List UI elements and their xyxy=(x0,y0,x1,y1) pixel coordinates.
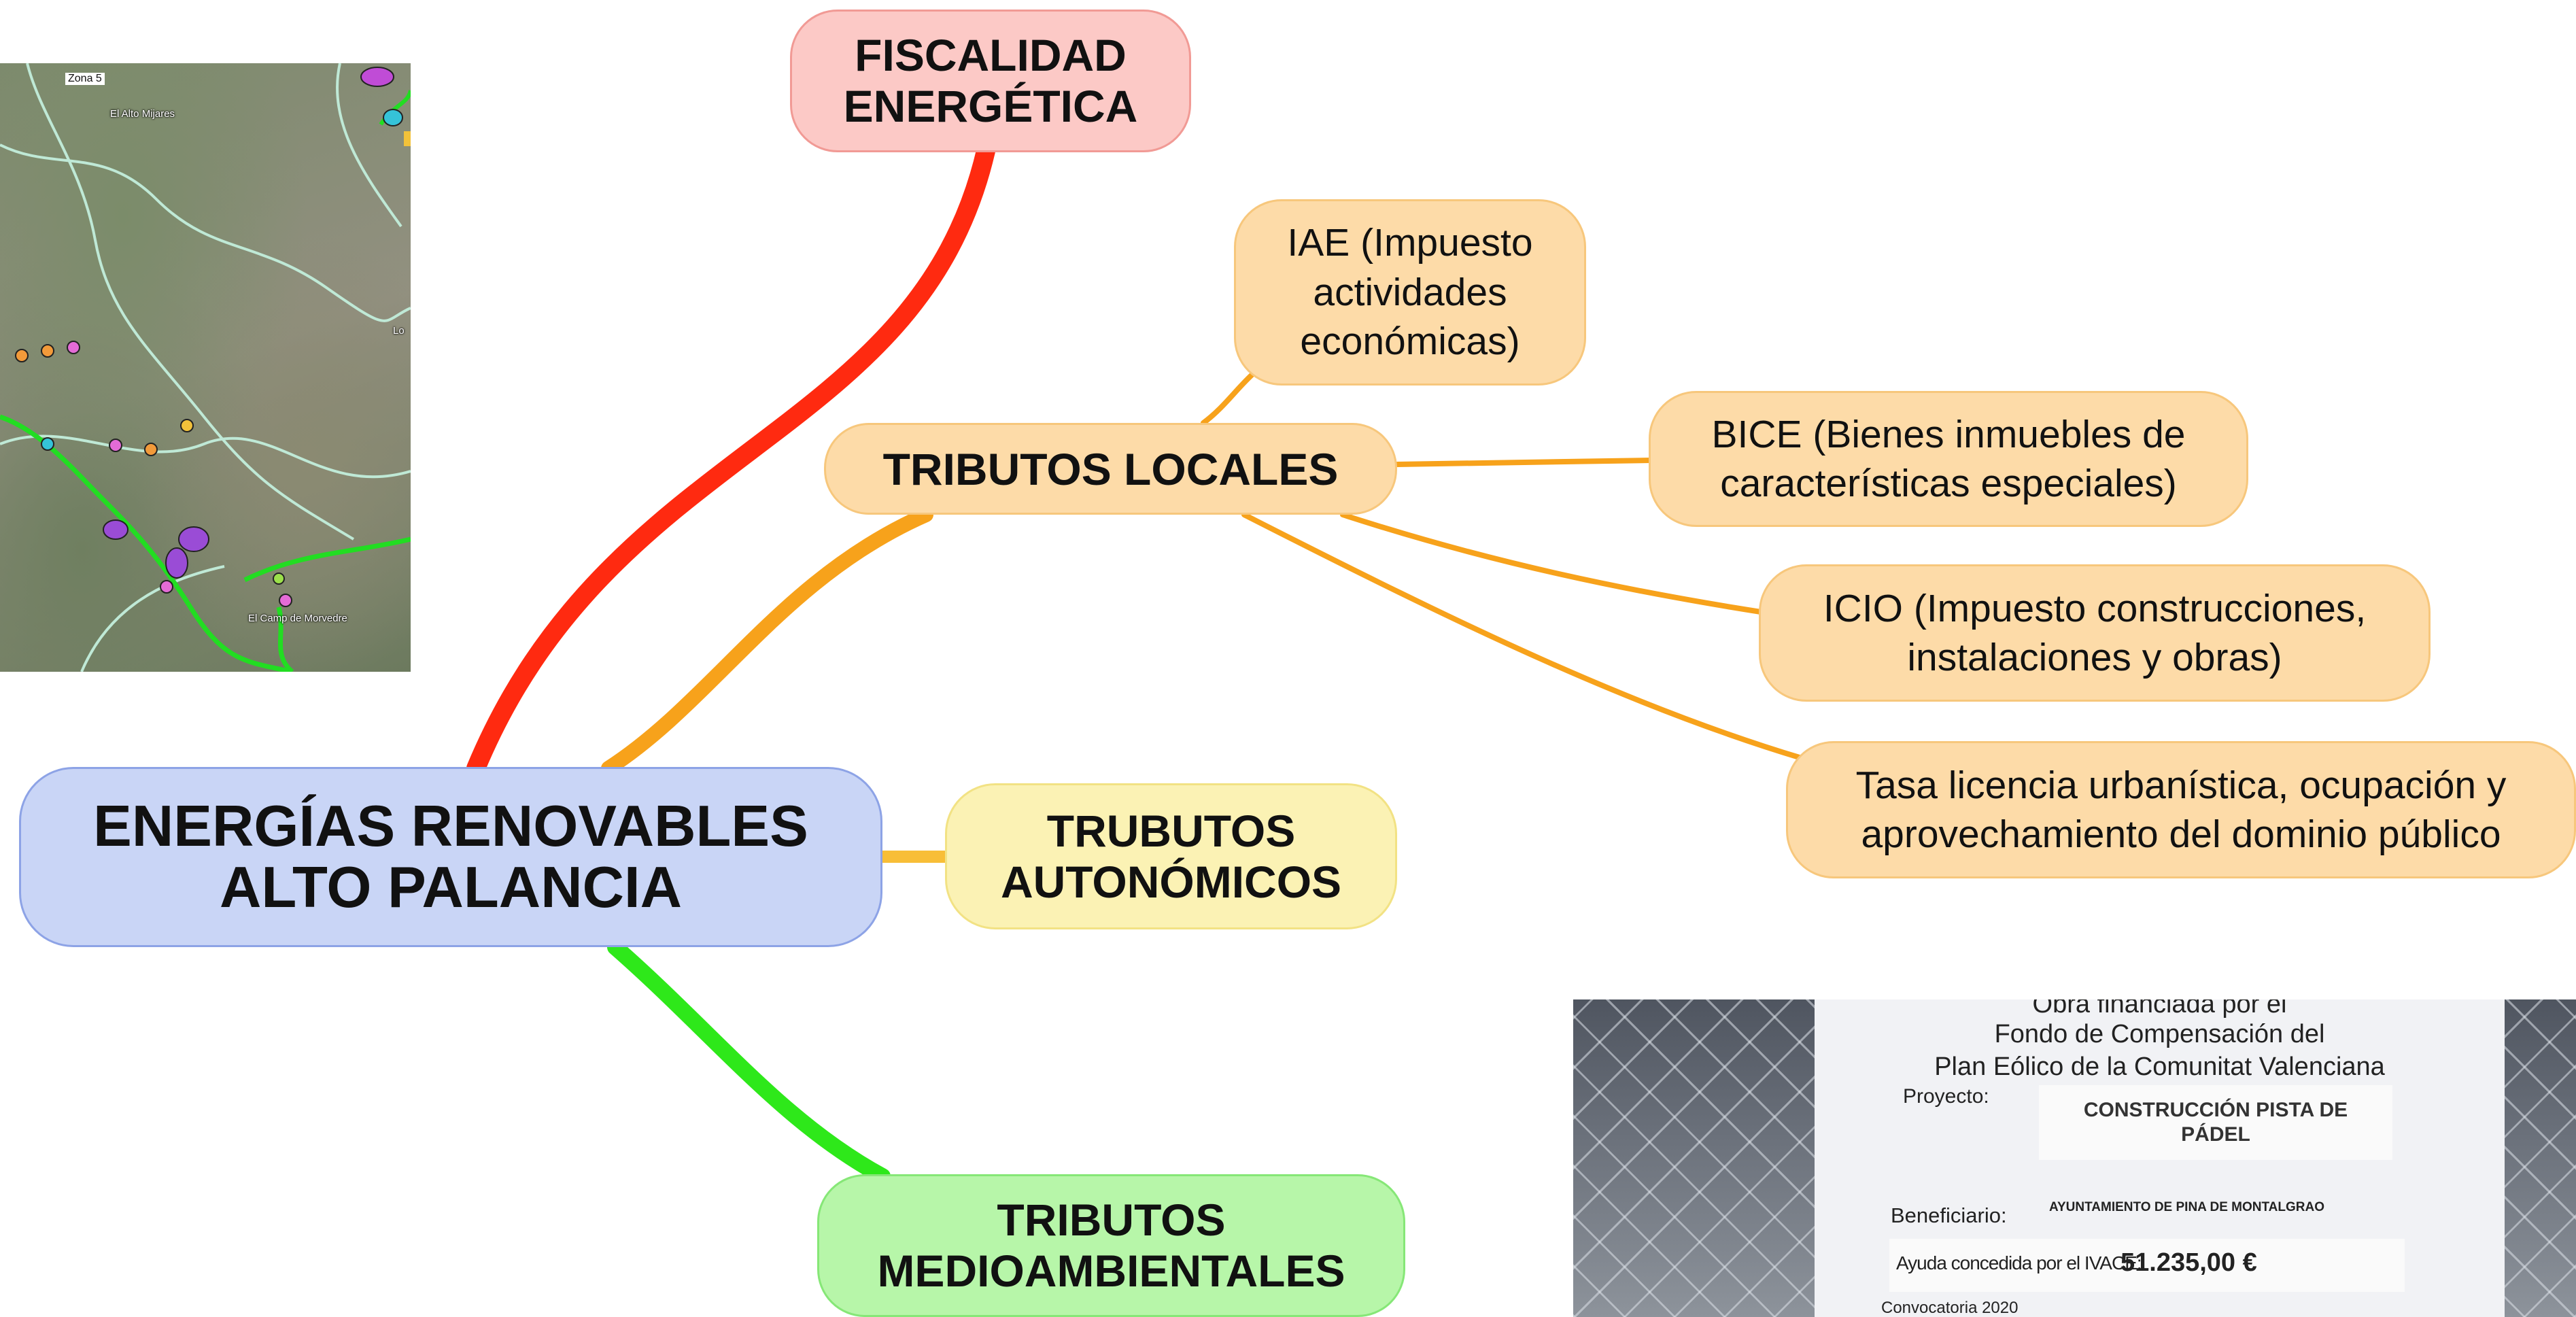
connector-icio xyxy=(1340,512,1764,615)
sign-ayuda-label: Ayuda concedida por el IVACE: xyxy=(1896,1252,2142,1273)
subtopic-bice[interactable]: BICE (Bienes inmuebles de característica… xyxy=(1649,391,2248,527)
subtopic-icio-label: ICIO (Impuesto construcciones, instalaci… xyxy=(1823,586,2367,679)
connector-locales xyxy=(601,507,933,776)
connector-iae xyxy=(1201,370,1257,426)
sign-ayuda-amount: 51.235,00 € xyxy=(2120,1248,2257,1277)
connector-bice xyxy=(1394,458,1653,467)
map-label-campo-morvedre: El Camp de Morvedre xyxy=(248,613,347,624)
sign-heading: Fondo de Compensación del Plan Eólico de… xyxy=(1934,1020,2385,1081)
subtopic-iae-label: IAE (Impuesto actividades económicas) xyxy=(1287,221,1533,364)
connector-tasa xyxy=(1241,512,1804,761)
map-label-zona: Zona 5 xyxy=(65,73,105,85)
branch-medioambientales-label: TRIBUTOS MEDIOAMBIENTALES xyxy=(877,1195,1345,1296)
subtopic-bice-label: BICE (Bienes inmuebles de característica… xyxy=(1711,412,2186,505)
subtopic-tasa-label: Tasa licencia urbanística, ocupación y a… xyxy=(1855,763,2507,856)
sign-beneficiario-label: Beneficiario: xyxy=(1891,1203,2007,1227)
branch-tributos-autonomicos[interactable]: TRUBUTOS AUTONÓMICOS xyxy=(945,783,1397,929)
connector-medioambientales xyxy=(607,939,891,1184)
sign-heading-cut: Obra financiada por el xyxy=(2032,999,2287,1019)
sign-proyecto-label: Proyecto: xyxy=(1903,1085,1989,1108)
branch-locales-label: TRIBUTOS LOCALES xyxy=(882,443,1339,494)
sign-convocatoria: Convocatoria 2020 xyxy=(1881,1299,2019,1317)
sign-proyecto-value: CONSTRUCCIÓN PISTA DE PÁDEL xyxy=(2039,1085,2392,1160)
map-label-lo: Lo xyxy=(393,325,405,337)
energy-zones-map-image: Zona 5 El Alto Mijares Lo El Camp de Mor… xyxy=(0,63,411,672)
funding-sign: Obra financiada por el Fondo de Compensa… xyxy=(1815,999,2505,1317)
branch-tributos-locales[interactable]: TRIBUTOS LOCALES xyxy=(824,423,1397,515)
funding-sign-photo: Obra financiada por el Fondo de Compensa… xyxy=(1573,999,2576,1317)
connector-fiscalidad xyxy=(466,141,995,778)
subtopic-iae[interactable]: IAE (Impuesto actividades económicas) xyxy=(1234,199,1586,386)
map-overlay xyxy=(0,63,411,672)
branch-tributos-medioambientales[interactable]: TRIBUTOS MEDIOAMBIENTALES xyxy=(817,1174,1405,1317)
subtopic-icio[interactable]: ICIO (Impuesto construcciones, instalaci… xyxy=(1759,564,2431,702)
map-label-alto-mijares: El Alto Mijares xyxy=(110,108,175,120)
sign-ayuda-box xyxy=(1889,1239,2405,1292)
branch-fiscalidad-energetica[interactable]: FISCALIDAD ENERGÉTICA xyxy=(790,10,1191,152)
central-topic-node[interactable]: ENERGÍAS RENOVABLES ALTO PALANCIA xyxy=(19,767,882,947)
branch-autonomicos-label: TRUBUTOS AUTONÓMICOS xyxy=(1000,805,1342,907)
sign-beneficiario-value: AYUNTAMIENTO DE PINA DE MONTALGRAO xyxy=(2049,1200,2324,1214)
subtopic-tasa-licencia[interactable]: Tasa licencia urbanística, ocupación y a… xyxy=(1786,741,2576,878)
central-topic-label: ENERGÍAS RENOVABLES ALTO PALANCIA xyxy=(93,794,808,920)
branch-fiscalidad-label: FISCALIDAD ENERGÉTICA xyxy=(843,30,1138,131)
